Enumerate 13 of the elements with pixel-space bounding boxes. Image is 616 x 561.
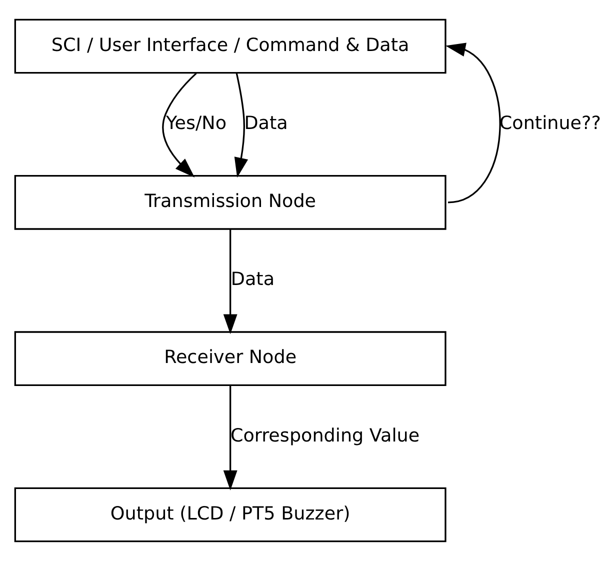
- node-box: Output (LCD / PT5 Buzzer): [14, 487, 446, 542]
- arrow: [223, 229, 238, 334]
- arrow: [234, 72, 248, 178]
- edge-label: Data: [230, 269, 275, 290]
- edge-label: Corresponding Value: [230, 425, 420, 446]
- edge-label: Data: [244, 112, 288, 134]
- node-box: Transmission Node: [14, 175, 446, 230]
- arrow: [223, 386, 238, 490]
- arrow: [446, 42, 501, 204]
- node-box: Receiver Node: [14, 331, 446, 386]
- arrow: [162, 72, 197, 178]
- node-box: SCI / User Interface / Command & Data: [14, 18, 446, 74]
- edge-label: Yes/No: [166, 112, 227, 134]
